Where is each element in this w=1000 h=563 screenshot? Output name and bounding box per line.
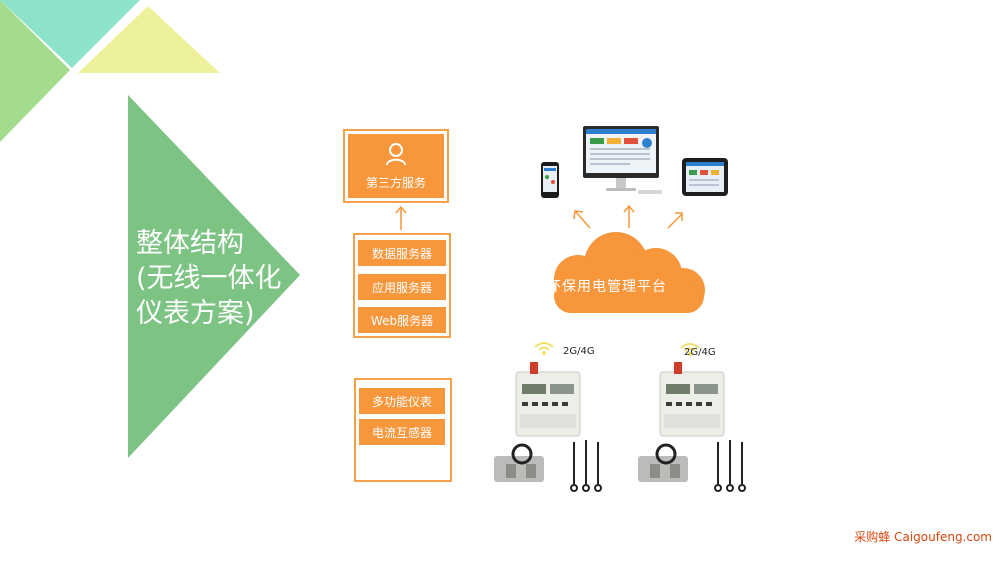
meter-group-right	[638, 362, 746, 492]
watermark: 采购蜂 Caigoufeng.com	[854, 528, 992, 545]
current-transformer-icon	[494, 443, 544, 482]
cable-lead-icon	[570, 440, 602, 492]
arrow-up-left-icon	[573, 210, 591, 229]
wifi-icon	[680, 343, 700, 356]
web-server-box: Web服务器	[358, 307, 446, 333]
third-party-label: 第三方服务	[365, 175, 426, 190]
user-icon	[386, 142, 406, 165]
third-party-box: 第三方服务	[348, 134, 444, 198]
arrow-up-icon	[623, 204, 635, 228]
arrow-up-right-icon	[667, 212, 683, 229]
meter-group-left	[494, 362, 602, 492]
meter-icon	[659, 362, 725, 437]
watermark-cn: 采购蜂	[854, 530, 891, 544]
data-server-box: 数据服务器	[358, 240, 446, 266]
cloud-arrows	[573, 204, 683, 229]
current-transformer-icon	[638, 443, 688, 482]
cloud-icon	[554, 232, 705, 313]
tablet-icon	[682, 158, 728, 196]
ct-box: 电流互感器	[359, 419, 445, 445]
app-server-box: 应用服务器	[358, 274, 446, 300]
terminal-devices	[541, 126, 728, 198]
monitor-icon	[583, 126, 662, 194]
green-title-triangle	[128, 95, 300, 458]
meter-icon	[515, 362, 581, 437]
teal-triangle	[0, 0, 140, 68]
meter-box: 多功能仪表	[359, 388, 445, 414]
platform-label: 环保用电管理平台	[547, 279, 667, 295]
light-green-triangle	[0, 0, 70, 142]
wifi-icon	[534, 342, 554, 355]
slide-title: 整体结构 (无线一体化 仪表方案)	[136, 228, 282, 329]
network-label-left: 2G/4G	[563, 346, 595, 357]
network-label-right: 2G/4G	[684, 347, 716, 358]
arrow-up-icon	[395, 205, 407, 230]
watermark-en: Caigoufeng.com	[894, 530, 992, 544]
cable-lead-icon	[714, 440, 746, 492]
phone-icon	[541, 162, 559, 198]
yellow-triangle	[78, 6, 220, 73]
